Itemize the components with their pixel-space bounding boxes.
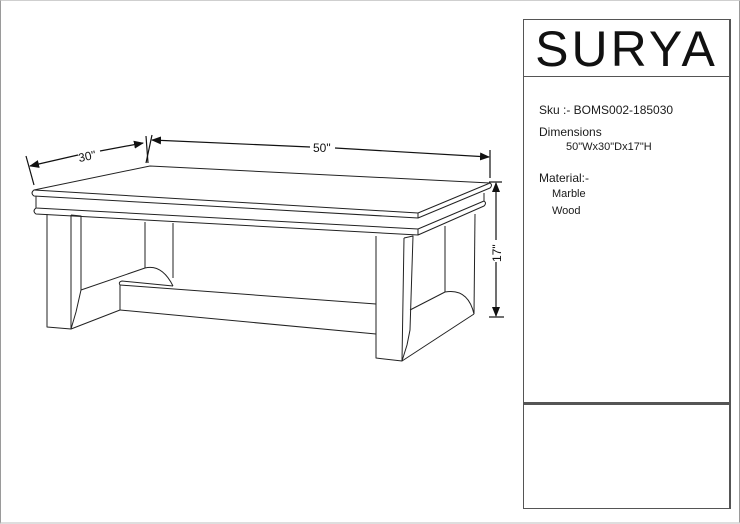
height-label: 17" [490, 244, 504, 262]
dimensions-value: 50"Wx30"Dx17"H [566, 141, 652, 153]
brand-cell: SURYA [524, 20, 729, 77]
sku-text: Sku :- BOMS002-185030 [539, 103, 674, 117]
material-label: Material:- [539, 171, 590, 185]
depth-label: 30" [77, 148, 97, 165]
material-item: Wood [552, 205, 581, 217]
material-item: Marble [552, 188, 586, 200]
title-block: SURYA Sku :- BOMS002-185030 Dimensions 5… [523, 19, 731, 403]
tabletop-surface [33, 165, 491, 214]
width-label: 50" [313, 141, 331, 155]
notes-block [523, 403, 731, 509]
coffee-table-drawing: 30" 50" 17" [25, 134, 504, 362]
brand-logo: SURYA [535, 21, 718, 77]
dimensions-label: Dimensions [539, 125, 602, 139]
